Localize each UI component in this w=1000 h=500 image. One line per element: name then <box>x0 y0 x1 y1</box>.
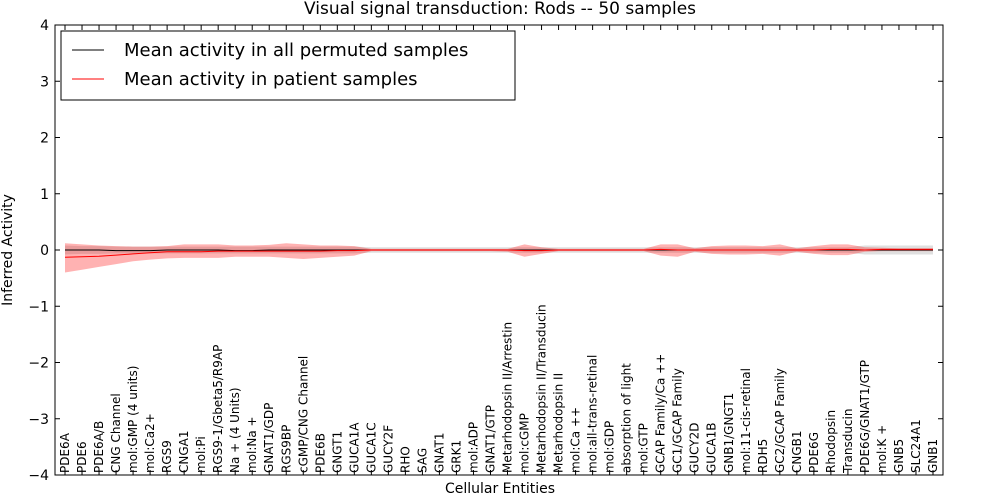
x-tick-label: mol:ADP <box>467 422 481 473</box>
x-tick-label: mol:all-trans-retinal <box>586 355 600 473</box>
x-tick-label: RGS9-1/Gbeta5/R9AP <box>211 345 225 473</box>
y-tick-label: −3 <box>28 412 49 428</box>
x-tick-label: GNB1/GNGT1 <box>722 393 736 473</box>
x-tick-label: PDE6A/B <box>92 421 106 473</box>
x-tick-label: CNGA1 <box>177 431 191 474</box>
x-tick-label: mol:Ca2+ <box>143 413 157 473</box>
x-tick-label: GC2/GCAP Family <box>773 368 787 473</box>
x-tick-label: GCAP Family/Ca ++ <box>654 354 668 473</box>
series-line <box>64 248 933 258</box>
x-tick-label: mol:GMP (4 units) <box>126 366 140 473</box>
x-tick-label: absorption of light <box>620 363 634 473</box>
x-tick-label: GC1/GCAP Family <box>671 368 685 473</box>
x-tick-label: GUCA1C <box>364 422 378 473</box>
y-tick-label: 4 <box>40 18 49 34</box>
x-tick-label: SAG <box>415 448 429 473</box>
x-tick-label: Metarhodopsin II/Arrestin <box>501 322 515 473</box>
x-tick-label: GUCA1B <box>705 422 719 473</box>
y-axis-label: Inferred Activity <box>0 194 16 306</box>
x-tick-label: RGS9BP <box>279 425 293 473</box>
confidence-bands <box>65 243 933 273</box>
x-tick-label: CNG Channel <box>109 393 123 473</box>
x-tick-label: Metarhodopsin II/Transducin <box>535 304 549 473</box>
x-tick-label: SLC24A1 <box>909 419 923 473</box>
y-tick-label: 1 <box>40 187 49 203</box>
x-tick-label: GNB1 <box>926 439 940 473</box>
y-tick-label: −4 <box>28 468 49 484</box>
x-tick-label: GNAT1/GTP <box>484 405 498 473</box>
x-tick-label: mol:K + <box>875 425 889 473</box>
legend-entry: Mean activity in patient samples <box>124 69 418 90</box>
x-tick-label: GNAT1 <box>432 432 446 473</box>
y-tick-label: −2 <box>28 356 49 372</box>
y-tick-label: −1 <box>28 299 49 315</box>
legend-entry: Mean activity in all permuted samples <box>124 40 468 61</box>
x-tick-label: PDE6 <box>75 441 89 473</box>
chart-title: Visual signal transduction: Rods -- 50 s… <box>304 0 696 19</box>
legend-box <box>60 30 516 101</box>
x-tick-label: PDE6G <box>807 432 821 473</box>
x-axis-label: Cellular Entities <box>445 481 555 497</box>
x-tick-label: PDE6B <box>313 433 327 473</box>
x-tick-label: RDH5 <box>756 439 770 473</box>
x-tick-label: RHO <box>398 446 412 473</box>
x-tick-label: Metarhodopsin II <box>552 373 566 473</box>
x-tick-label: cGMP/CNG Channel <box>296 356 310 473</box>
y-tick-label: 0 <box>40 243 49 259</box>
y-axis: 4 3 2 1 0 −1 −2 −3 −4 <box>28 18 943 484</box>
x-tick-label: Transducin <box>841 409 855 474</box>
x-tick-label: PDE6A <box>58 432 72 473</box>
x-tick-label: mol:11-cis-retinal <box>739 368 753 473</box>
x-tick-label: PDE6G/GNAT1/GTP <box>858 360 872 473</box>
y-tick-label: 2 <box>40 131 49 147</box>
x-tick-label: GUCA1A <box>347 422 361 473</box>
series-lines <box>64 248 933 258</box>
x-tick-label: mol:Pi <box>194 436 208 473</box>
x-tick-label: mol:GDP <box>603 421 617 473</box>
x-tick-label: mol:Ca ++ <box>569 407 583 473</box>
y-tick-label: 3 <box>40 74 49 90</box>
x-tick-label: mol:Na + <box>245 416 259 473</box>
x-tick-label: GUCY2D <box>688 423 702 473</box>
x-tick-label: RGS9 <box>160 440 174 473</box>
x-tick-label: Rhodopsin <box>824 410 838 473</box>
x-tick-label: mol:GTP <box>637 423 651 473</box>
x-tick-label: GNAT1/GDP <box>262 403 276 473</box>
x-tick-label: GNB5 <box>892 439 906 473</box>
legend: Mean activity in all permuted samplesMea… <box>60 30 516 101</box>
x-tick-label: GNGT1 <box>330 431 344 473</box>
x-tick-label: mol:cGMP <box>518 413 532 473</box>
x-tick-label: Na + (4 Units) <box>228 387 242 473</box>
x-tick-label: GRK1 <box>450 440 464 473</box>
x-tick-label: GUCY2F <box>381 425 395 473</box>
x-tick-label: CNGB1 <box>790 430 804 473</box>
